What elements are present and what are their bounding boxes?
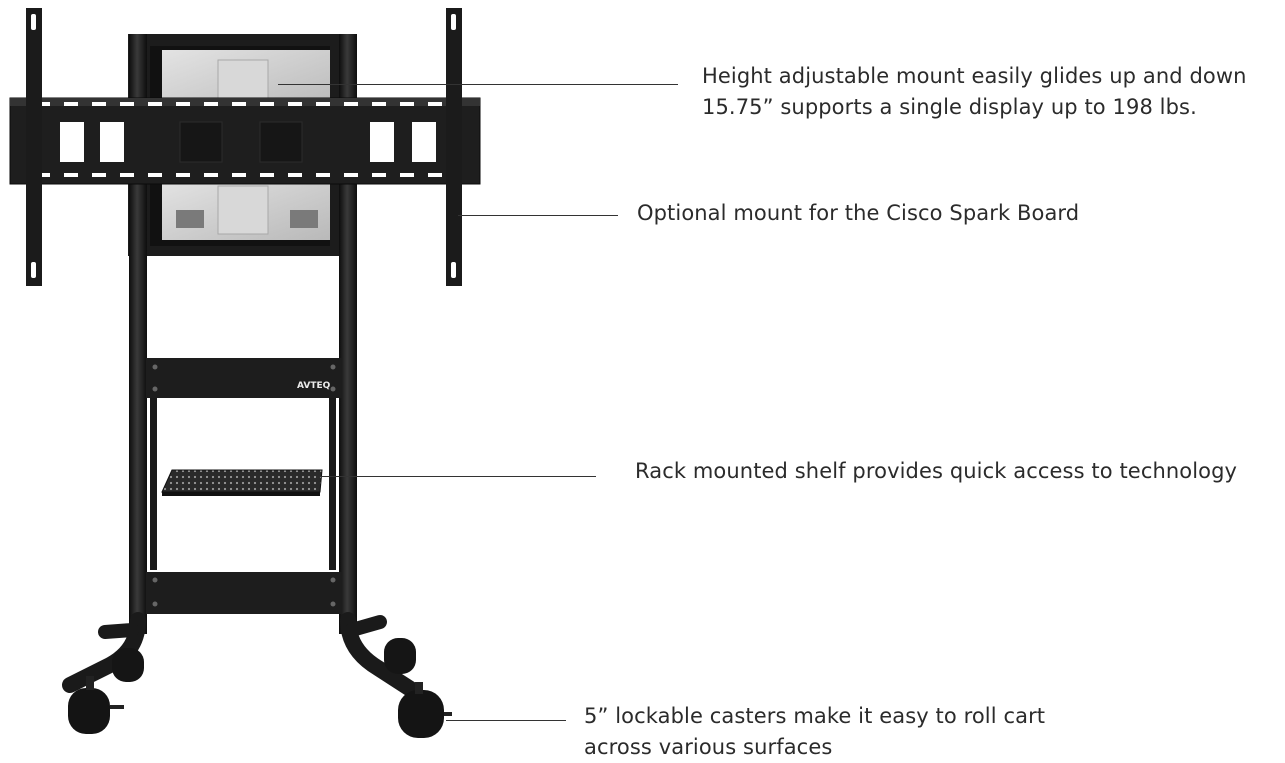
callout-spark-mount: Optional mount for the Cisco Spark Board (637, 201, 1080, 225)
callout-height-mount: Height adjustable mount easily glides up… (702, 64, 1247, 119)
leader-line-casters (446, 720, 566, 721)
cart-illustration: AVTEQ (9, 8, 481, 738)
leader-line-spark-mount (458, 215, 618, 216)
rack-mounted-shelf (161, 469, 323, 496)
rack-top-panel: AVTEQ (146, 358, 342, 398)
brand-logo: AVTEQ (297, 381, 331, 391)
display-arms (26, 8, 462, 286)
height-adjustable-mount (162, 50, 330, 240)
vesa-rail (9, 97, 481, 185)
callout-casters: 5” lockable casters make it easy to roll… (584, 704, 1046, 759)
lockable-casters (68, 638, 452, 738)
leader-line-height-mount (278, 84, 678, 85)
callout-rack-shelf: Rack mounted shelf provides quick access… (635, 459, 1238, 483)
rack-rails (150, 398, 336, 570)
rack-bottom-panel (146, 572, 342, 614)
leader-line-rack-shelf (320, 476, 596, 477)
